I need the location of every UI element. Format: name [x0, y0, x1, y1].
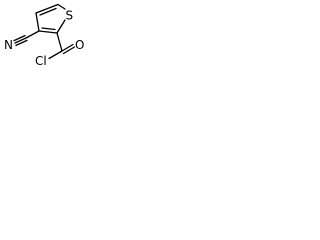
bond-c2-carbonyl: [56, 32, 63, 52]
bond-c4-c5-inner: [39, 7, 57, 16]
molecule-structure: S N O Cl: [4, 3, 84, 68]
bond-s-c2: [56, 19, 66, 34]
bond-c-o-2: [62, 46, 76, 55]
bond-c4-c5: [35, 3, 59, 14]
bond-c3-cn: [25, 30, 40, 39]
bond-c2-c3-inner: [41, 27, 56, 31]
bond-c-cl: [48, 50, 63, 60]
bond-c4-s: [57, 3, 66, 10]
bond-c-o-1: [61, 43, 74, 52]
bond-triple-1: [14, 37, 27, 44]
bond-triple-2: [13, 34, 26, 42]
bond-triple-3: [15, 39, 28, 47]
bond-c3-c4: [35, 12, 40, 32]
chlorine-atom-label: Cl: [35, 54, 47, 68]
acyl-chloride-group: [48, 32, 76, 60]
thiophene-ring: [35, 3, 66, 34]
nitrogen-atom-label: N: [4, 38, 13, 52]
oxygen-atom-label: O: [75, 38, 84, 52]
bond-c2-c3: [38, 30, 58, 34]
nitrile-group: [13, 30, 40, 47]
sulfur-atom-label: S: [66, 9, 74, 23]
